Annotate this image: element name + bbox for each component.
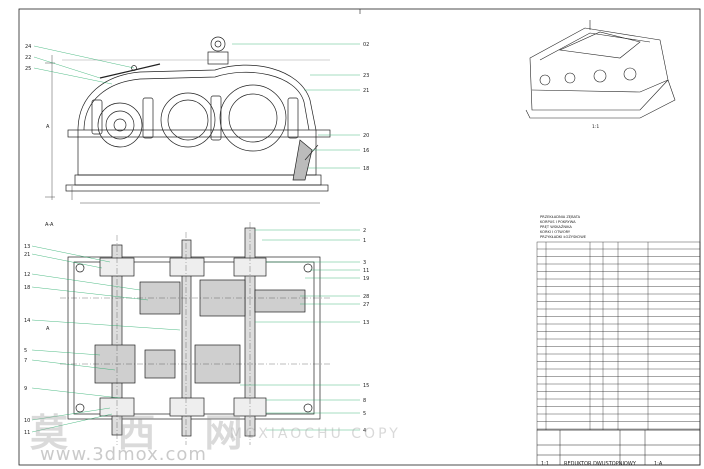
top-view: [45, 36, 331, 204]
section-marker-a1: A: [46, 124, 50, 130]
callout-label: 2: [363, 228, 366, 234]
callout-label: 9: [24, 386, 27, 392]
parts-list: [536, 241, 701, 431]
callout-label: 8: [363, 398, 366, 404]
title-block-title: REDUKTOR DWUSTOPNIOWY: [564, 461, 637, 467]
top-view-labels-right: 02 23 21 20 16 18: [363, 42, 369, 172]
callout-label: 28: [363, 294, 369, 300]
callout-label: 18: [24, 285, 30, 291]
callout-label: 11: [363, 268, 369, 274]
section-marker-a2: A: [46, 326, 50, 332]
title-block-scale: 1:1: [541, 461, 549, 467]
title-block-sheet: 1:A: [654, 461, 663, 467]
callout-label: 25: [25, 66, 31, 72]
section-title: A-A: [45, 222, 54, 228]
watermark-copy: MOXIAOCHU COPY: [230, 426, 401, 442]
callout-label: 4: [363, 428, 366, 434]
top-view-labels-left: 24 22 25: [25, 44, 31, 72]
callout-label: 18: [363, 166, 369, 172]
callout-label: 3: [363, 260, 366, 266]
callout-label: 21: [363, 88, 369, 94]
callout-label: 16: [363, 148, 369, 154]
watermark-chinese: 莫 西 网: [30, 411, 261, 455]
isometric-view: [525, 20, 676, 119]
callout-label: 10: [24, 418, 30, 424]
callout-label: 11: [24, 430, 30, 436]
note-line: PRZEKŁADNIA ZĘBATA: [540, 215, 581, 219]
title-block: [536, 429, 701, 466]
callout-label: 27: [363, 302, 369, 308]
callout-label: 13: [363, 320, 369, 326]
callout-label: 22: [25, 55, 31, 61]
callout-label: 7: [24, 358, 27, 364]
callout-label: 15: [363, 383, 369, 389]
technical-notes: PRZEKŁADNIA ZĘBATA KORPUS I POKRYWA PRĘT…: [540, 215, 587, 239]
note-line: PRĘT WSKAŹNIKA: [540, 224, 572, 229]
top-view-callouts: [33, 43, 360, 169]
note-line: KORKI I OTWORY: [540, 230, 571, 234]
callout-label: 5: [363, 411, 366, 417]
callout-label: 12: [24, 272, 30, 278]
callout-label: 5: [24, 348, 27, 354]
section-labels-left: 13 21 12 18 14 5 7 9 10 11: [24, 244, 30, 436]
callout-label: 19: [363, 276, 369, 282]
callout-label: 1: [363, 238, 366, 244]
callout-label: 23: [363, 73, 369, 79]
callout-label: 21: [24, 252, 30, 258]
section-labels-right: 2 1 3 11 19 28 27 13 15 8 5 4: [363, 228, 369, 434]
sheet-border: [18, 8, 701, 466]
section-view: [60, 222, 330, 445]
section-callouts: [31, 229, 360, 433]
callout-label: 24: [25, 44, 31, 50]
callout-label: 02: [363, 42, 369, 48]
note-line: PRZYKŁADKI ŁOŻYSKOWE: [540, 234, 587, 239]
callout-label: 20: [363, 133, 369, 139]
callout-label: 14: [24, 318, 30, 324]
note-line: KORPUS I POKRYWA: [540, 220, 576, 224]
callout-label: 13: [24, 244, 30, 250]
watermark-url: www.3dmox.com: [40, 444, 207, 465]
iso-scale-label: 1:1: [592, 124, 599, 130]
